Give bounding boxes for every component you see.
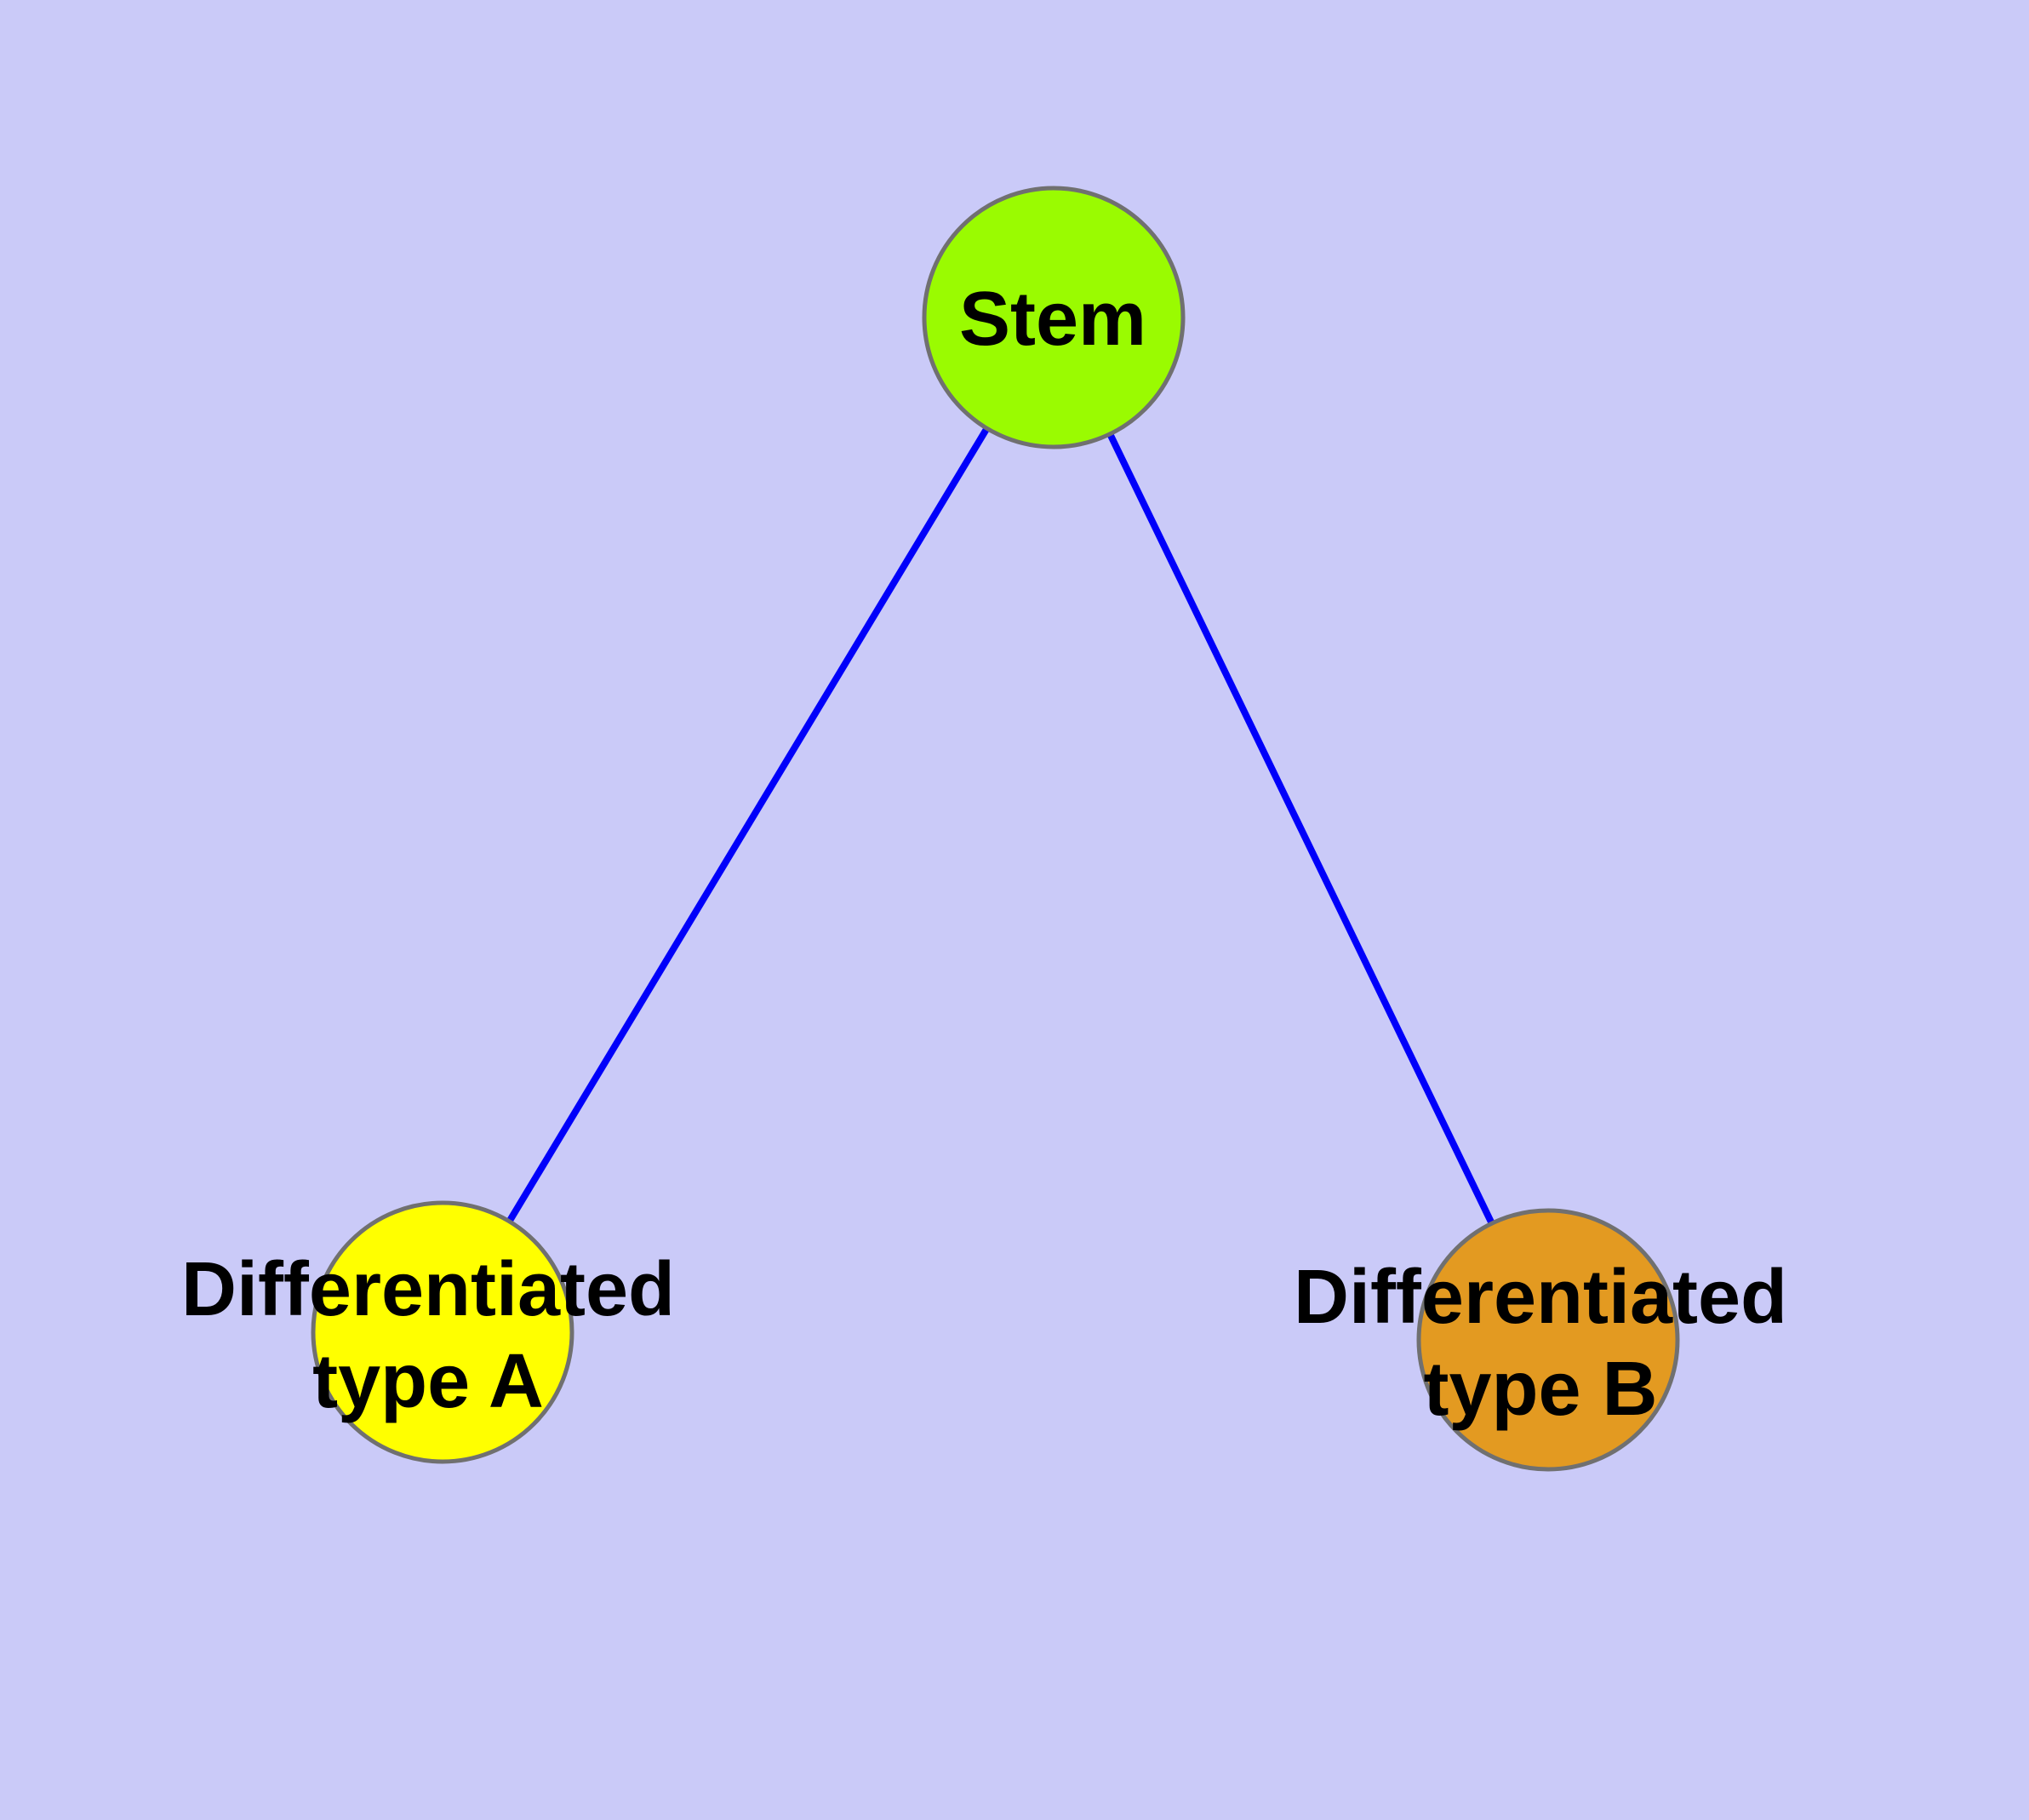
node-stem[interactable]: Stem (922, 186, 1186, 449)
node-type-b-circle[interactable] (1416, 1208, 1680, 1472)
node-type-a-circle[interactable] (311, 1200, 574, 1464)
node-type-b-label-line2: type B (1423, 1347, 1657, 1432)
node-stem-circle[interactable] (922, 186, 1186, 449)
node-type-a-label-line2: type A (312, 1339, 544, 1424)
node-type-a-label-line1: Differentiated (181, 1247, 675, 1332)
node-differentiated-type-a[interactable]: Differentiated type A (181, 1200, 675, 1464)
edge-layer (439, 315, 1552, 1342)
node-type-b-label-line1: Differentiated (1294, 1255, 1787, 1340)
edge-stem-to-type-a[interactable] (439, 315, 1057, 1335)
node-differentiated-type-b[interactable]: Differentiated type B (1294, 1208, 1787, 1472)
edge-stem-to-type-b[interactable] (1050, 316, 1552, 1342)
node-stem-label: Stem (959, 277, 1146, 362)
